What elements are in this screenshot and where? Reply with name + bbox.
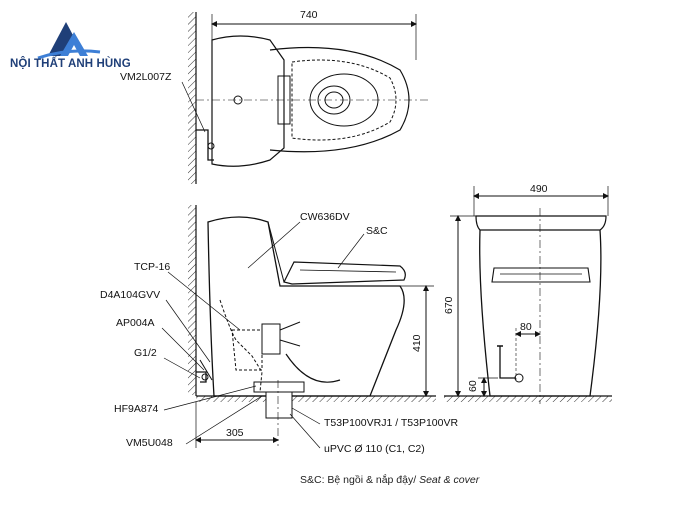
top-wall xyxy=(188,12,196,184)
label-ap004a: AP004A xyxy=(116,317,155,329)
label-d4a104gvv: D4A104GVV xyxy=(100,289,160,301)
label-cw636dv: CW636DV xyxy=(300,211,350,223)
label-vm2l007z: VM2L007Z xyxy=(120,71,172,83)
side-floor xyxy=(196,396,436,402)
note-text: S&C: Bệ ngồi & nắp đậy/ xyxy=(300,474,417,486)
seat-cover-note: S&C: Bệ ngồi & nắp đậy/ Seat & cover xyxy=(300,474,479,486)
label-tcp16: TCP-16 xyxy=(134,261,170,273)
label-sc: S&C xyxy=(366,225,388,237)
side-view: 410 305 CW636DV S&C TCP-16 D4A104GVV AP0… xyxy=(100,205,458,455)
top-view: 740 VM2L007Z xyxy=(120,9,430,184)
brand-logo-icon xyxy=(37,22,101,60)
dim-60: 60 xyxy=(467,380,479,392)
dim-410: 410 xyxy=(411,334,423,352)
front-view: 490 670 80 60 xyxy=(443,183,612,404)
label-hf9a874: HF9A874 xyxy=(114,403,159,415)
dim-305: 305 xyxy=(226,427,244,439)
dim-740: 740 xyxy=(300,9,318,21)
dim-670: 670 xyxy=(443,296,455,314)
front-floor xyxy=(444,396,612,402)
note-italic: Seat & cover xyxy=(419,474,480,486)
brand-name: NỘI THẤT ANH HÙNG xyxy=(10,58,131,70)
dim-490: 490 xyxy=(530,183,548,195)
label-vm5u048: VM5U048 xyxy=(126,437,173,449)
side-wall xyxy=(188,205,196,395)
dim-80: 80 xyxy=(520,321,532,333)
label-upvc: uPVC Ø 110 (C1, C2) xyxy=(324,443,425,455)
label-g12: G1/2 xyxy=(134,347,157,359)
label-t53p100vr: T53P100VRJ1 / T53P100VR xyxy=(324,417,458,429)
